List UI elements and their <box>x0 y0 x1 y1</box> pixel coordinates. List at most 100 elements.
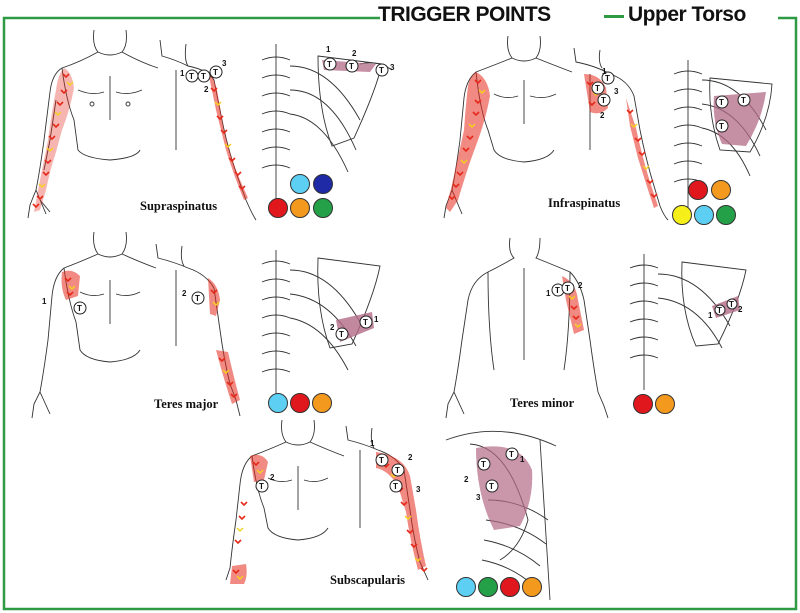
color-dot <box>694 205 714 225</box>
color-dots-subscapularis <box>456 577 548 599</box>
referral-pattern <box>216 350 240 404</box>
color-dot <box>290 198 310 218</box>
svg-text:T: T <box>339 330 344 339</box>
point-number-1: 1 <box>180 69 185 78</box>
trigger-point-markers: T 1 <box>42 297 87 315</box>
svg-text:1: 1 <box>374 315 379 324</box>
page-subtitle: Upper Torso <box>628 3 746 26</box>
svg-text:3: 3 <box>390 63 395 72</box>
svg-text:T: T <box>395 466 400 475</box>
referral-pattern <box>61 270 80 300</box>
color-dot <box>312 393 332 413</box>
referral-pattern <box>34 68 74 212</box>
page-title: TRIGGER POINTS <box>378 3 551 26</box>
label-infraspinatus: Infraspinatus <box>548 196 621 210</box>
svg-text:1: 1 <box>370 439 375 448</box>
color-dots-teres-minor <box>633 394 681 416</box>
svg-text:1: 1 <box>602 67 607 76</box>
referral-pattern <box>446 72 490 212</box>
svg-text:T: T <box>729 300 734 309</box>
svg-text:T: T <box>213 68 218 77</box>
color-dot <box>268 393 288 413</box>
svg-text:T: T <box>481 460 486 469</box>
svg-text:T: T <box>189 72 194 81</box>
color-dot <box>268 198 288 218</box>
color-dots-supraspinatus <box>268 174 338 222</box>
front-figure <box>443 35 573 219</box>
referral-pattern <box>208 72 248 200</box>
skeleton-markers: T T T <box>715 93 751 133</box>
svg-text:T: T <box>741 96 746 105</box>
color-dot <box>290 174 310 194</box>
panel-supraspinatus: T T T 1 2 3 T T T 1 2 3 <box>27 29 395 221</box>
color-dot <box>655 394 675 414</box>
trigger-point-markers: T T 1 2 <box>546 281 583 298</box>
color-dot <box>290 393 310 413</box>
svg-text:T: T <box>601 96 606 105</box>
trigger-point-markers: T T T 1 2 3 <box>180 59 227 94</box>
point-number-2: 2 <box>204 85 209 94</box>
referral-chevrons <box>210 87 246 190</box>
svg-text:T: T <box>595 84 600 93</box>
skeleton-illustration <box>261 250 381 408</box>
skeleton-markers: T T T 1 2 3 <box>323 45 395 77</box>
referral-pattern <box>208 278 220 316</box>
svg-text:2: 2 <box>600 111 605 120</box>
referral-pattern <box>626 98 658 208</box>
svg-text:3: 3 <box>476 493 481 502</box>
svg-text:T: T <box>363 318 368 327</box>
panel-teres-major: T 1 T 2 T T 2 1 <box>31 231 381 419</box>
color-dot <box>522 577 542 597</box>
svg-text:2: 2 <box>182 289 187 298</box>
panel-subscapularis: T 2 T T T 1 2 3 <box>225 419 557 601</box>
svg-text:T: T <box>719 98 724 107</box>
color-dot <box>456 577 476 597</box>
trigger-point-markers: T 2 <box>182 289 205 305</box>
color-dot <box>478 577 498 597</box>
color-dot <box>672 205 692 225</box>
svg-text:3: 3 <box>614 87 619 96</box>
trigger-point-markers: T T T 1 3 2 <box>591 67 619 120</box>
svg-text:2: 2 <box>738 305 743 314</box>
svg-text:2: 2 <box>578 281 583 290</box>
label-subscapularis: Subscapularis <box>330 573 406 587</box>
svg-text:T: T <box>489 482 494 491</box>
skeleton-markers: T T 2 1 <box>330 315 379 341</box>
svg-text:1: 1 <box>326 45 331 54</box>
svg-text:T: T <box>719 122 724 131</box>
trigger-point-markers: T T T 1 2 3 <box>370 439 421 494</box>
trigger-point-markers: T 2 <box>255 473 275 493</box>
referral-pattern <box>376 452 426 570</box>
color-dot <box>688 180 708 200</box>
referral-pattern <box>250 454 268 482</box>
svg-text:T: T <box>379 456 384 465</box>
label-teres-major: Teres major <box>154 397 219 411</box>
svg-text:T: T <box>605 74 610 83</box>
panel-infraspinatus: T T T 1 3 2 T T T <box>443 35 773 221</box>
color-dots-infraspinatus <box>672 180 742 228</box>
panel-teres-minor: T T 1 2 T T 1 2 <box>445 237 747 419</box>
svg-text:T: T <box>327 60 332 69</box>
color-dot <box>633 394 653 414</box>
svg-text:T: T <box>393 482 398 491</box>
color-dot <box>313 198 333 218</box>
svg-text:2: 2 <box>270 473 275 482</box>
svg-text:T: T <box>509 450 514 459</box>
svg-text:T: T <box>349 62 354 71</box>
svg-text:2: 2 <box>352 49 357 58</box>
skeleton-illustration <box>629 254 747 390</box>
svg-text:T: T <box>555 286 560 295</box>
referral-pattern <box>230 564 247 584</box>
svg-text:1: 1 <box>520 455 525 464</box>
front-figure <box>225 419 345 581</box>
svg-text:T: T <box>195 294 200 303</box>
color-dot <box>313 174 333 194</box>
title-dash <box>604 15 624 18</box>
svg-text:2: 2 <box>464 475 469 484</box>
frame-border <box>2 16 798 611</box>
label-supraspinatus: Supraspinatus <box>140 199 218 213</box>
front-figure <box>27 29 159 219</box>
svg-text:3: 3 <box>416 485 421 494</box>
point-number-3: 3 <box>222 59 227 68</box>
